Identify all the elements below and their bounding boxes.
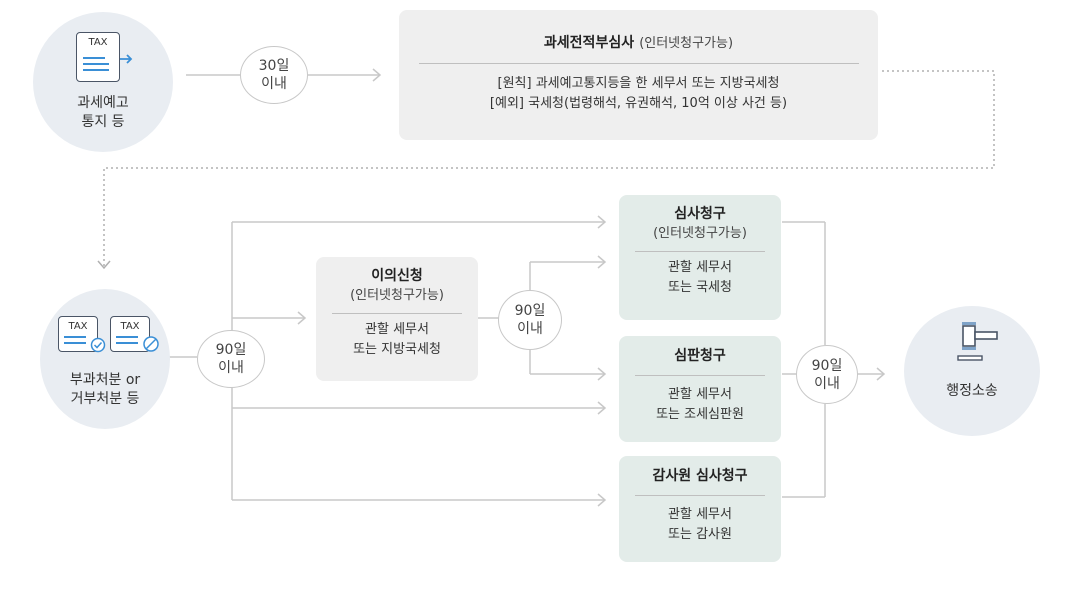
review-line1: 관할 세무서 xyxy=(668,260,732,275)
deadline-30-line2: 이내 xyxy=(261,76,287,92)
deadline-30-line1: 30일 xyxy=(258,58,290,74)
review-request-box: 심사청구 (인터넷청구가능) 관할 세무서 또는 국세청 xyxy=(619,195,781,320)
review-subtitle: (인터넷청구가능) xyxy=(653,226,747,241)
tribunal-title: 심판청구 xyxy=(674,348,726,364)
deadline-90-right-line2: 이내 xyxy=(814,375,840,392)
deadline-90-days-left: 90일 이내 xyxy=(197,330,265,388)
pre-review-title: 과세전적부심사 xyxy=(543,35,635,51)
check-badge-icon xyxy=(90,337,106,353)
pre-notice-node: TAX 과세예고 통지 등 xyxy=(33,12,173,152)
audit-line1: 관할 세무서 xyxy=(668,507,732,522)
objection-subtitle: (인터넷청구가능) xyxy=(350,288,444,303)
audit-review-box: 감사원 심사청구 관할 세무서 또는 감사원 xyxy=(619,456,781,562)
disposition-label-line1: 부과처분 or xyxy=(69,372,141,388)
litigation-node: 행정소송 xyxy=(904,306,1040,436)
gavel-icon xyxy=(957,322,998,361)
prohibit-badge-icon xyxy=(143,336,159,352)
pre-assessment-review-box: 과세전적부심사 (인터넷청구가능) [원칙] 과세예고통지등을 한 세무서 또는… xyxy=(399,10,878,140)
objection-title: 이의신청 xyxy=(371,268,423,284)
tax-notice-icon: TAX xyxy=(76,32,120,82)
tribunal-request-box: 심판청구 관할 세무서 또는 조세심판원 xyxy=(619,336,781,442)
deadline-30-days: 30일 이내 xyxy=(240,46,308,104)
tax-document-reject-icon: TAX xyxy=(110,316,150,352)
objection-box: 이의신청 (인터넷청구가능) 관할 세무서 또는 지방국세청 xyxy=(316,257,478,381)
pre-notice-label-line2: 통지 등 xyxy=(81,114,125,130)
deadline-90-mid-line2: 이내 xyxy=(517,321,543,337)
tribunal-line1: 관할 세무서 xyxy=(668,387,732,402)
tax-icon-text: TAX xyxy=(88,37,108,48)
deadline-90-left-line1: 90일 xyxy=(215,342,247,358)
deadline-90-days-mid: 90일 이내 xyxy=(498,290,562,350)
disposition-label-line2: 거부처분 등 xyxy=(70,391,140,407)
review-title: 심사청구 xyxy=(674,206,726,222)
audit-line2: 또는 감사원 xyxy=(668,527,732,542)
objection-line1: 관할 세무서 xyxy=(365,322,429,337)
tribunal-line2: 또는 조세심판원 xyxy=(656,407,744,422)
deadline-90-left-line2: 이내 xyxy=(218,360,244,376)
tax-icon-text-1: TAX xyxy=(68,321,88,332)
objection-line2: 또는 지방국세청 xyxy=(353,342,441,357)
arrow-right-icon xyxy=(120,54,133,64)
deadline-90-mid-line1: 90일 xyxy=(514,303,546,319)
disposition-node: TAX TAX 부과처분 or 거부처분 등 xyxy=(40,289,170,429)
pre-notice-label-line1: 과세예고 xyxy=(77,95,129,111)
litigation-label: 행정소송 xyxy=(946,383,998,399)
deadline-90-right-line1: 90일 xyxy=(811,357,843,374)
pre-review-title-suffix: (인터넷청구가능) xyxy=(639,36,734,51)
audit-title: 감사원 심사청구 xyxy=(652,468,748,484)
review-line2: 또는 국세청 xyxy=(668,280,732,295)
pre-review-rule: [원칙] 과세예고통지등을 한 세무서 또는 지방국세청 xyxy=(497,76,780,91)
deadline-90-days-right: 90일 이내 xyxy=(796,345,858,404)
tax-icon-text-2: TAX xyxy=(120,321,140,332)
pre-review-exception: [예외] 국세청(법령해석, 유권해석, 10억 이상 사건 등) xyxy=(489,96,788,111)
